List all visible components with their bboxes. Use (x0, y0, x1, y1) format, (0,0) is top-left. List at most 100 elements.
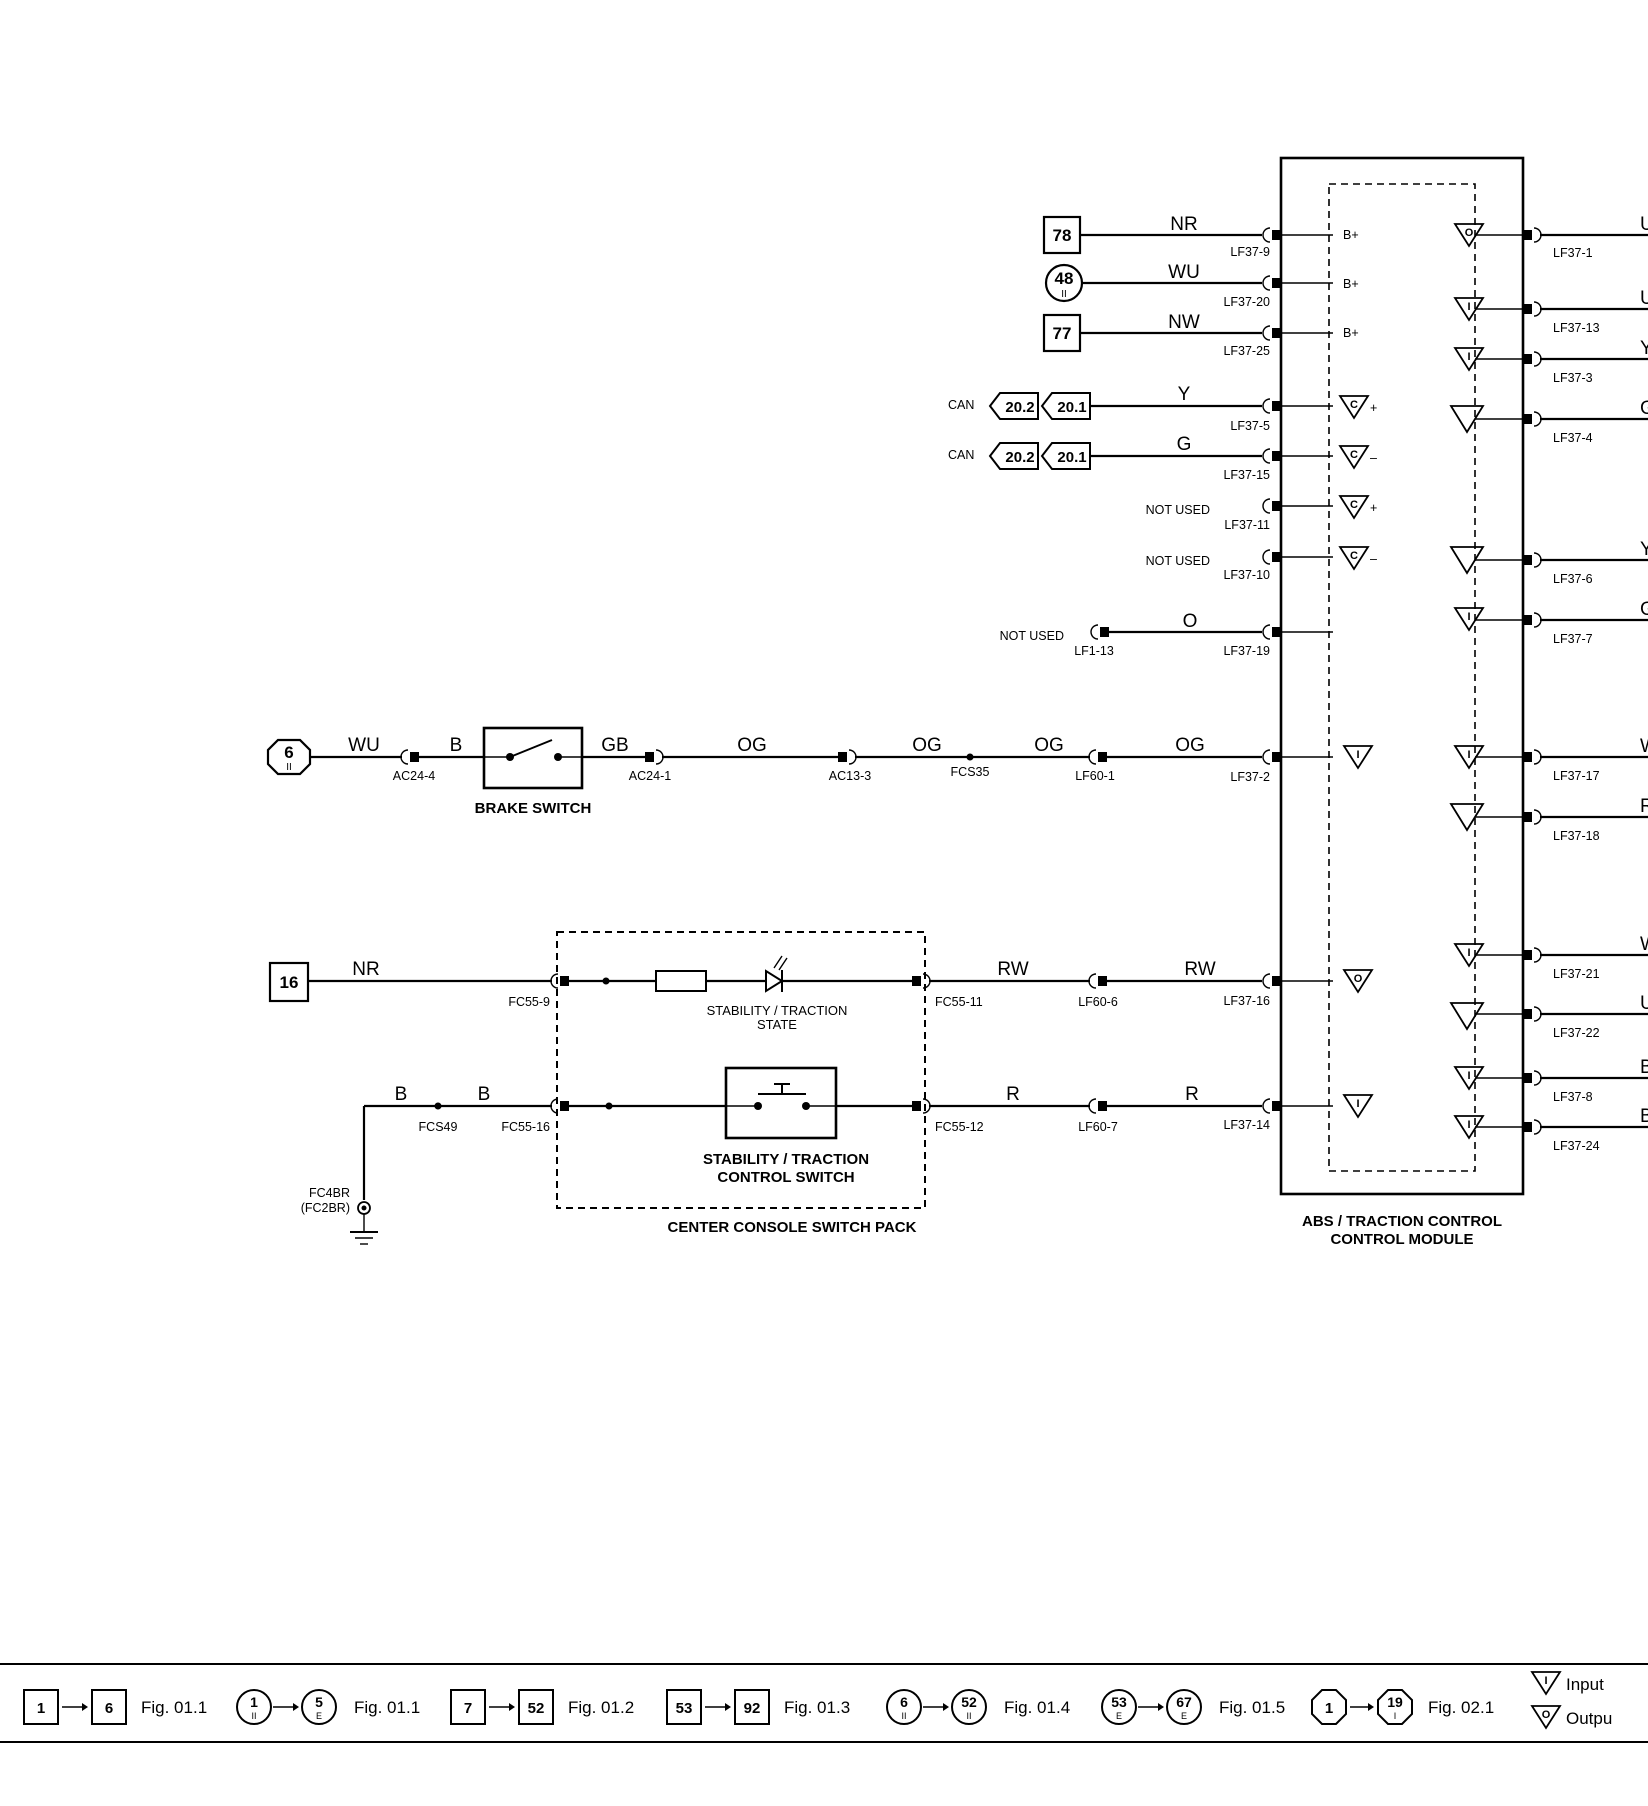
pin-lf37-13: LF37-13 (1553, 321, 1600, 335)
not-used-3: NOT USED (1000, 629, 1064, 643)
sig-sign-2: – (1370, 451, 1377, 465)
sig-b-plus-3: B+ (1343, 326, 1359, 340)
legend-3-from: 7 (464, 1700, 472, 1717)
wire-label-g: G (1177, 434, 1192, 455)
pin-row-lf37-10: NOT USED LF37-10 C – (1146, 546, 1377, 582)
pin-fc55-11: FC55-11 (935, 995, 983, 1009)
key-input: Input (1566, 1675, 1604, 1694)
pin-row-lf37-5: CAN 20.2 20.1 Y LF37-5 C + (948, 384, 1377, 433)
legend-2-from: 1 (250, 1694, 258, 1710)
ref-48-sub: II (1061, 289, 1067, 300)
legend-item-3: 7 52 Fig. 01.2 (450, 1689, 634, 1725)
pin-fc55-16: FC55-16 (501, 1120, 550, 1134)
sig-c-2: C (1350, 449, 1358, 461)
partial-wire-7: W (1640, 736, 1648, 757)
wire-og-3: OG (1034, 735, 1064, 756)
can-label-1: CAN (948, 398, 974, 412)
pin-ac13-3: AC13-3 (829, 769, 871, 783)
ref-48: 48 (1055, 269, 1074, 288)
brake-switch-box (482, 726, 584, 790)
legend-5-fig: Fig. 01.4 (1004, 1698, 1070, 1717)
ref-20-2-b: 20.2 (1005, 449, 1034, 466)
legend-item-2: 1 II 5 E Fig. 01.1 (236, 1689, 420, 1725)
pin-ac24-4: AC24-4 (393, 769, 435, 783)
pin-lf37-8: LF37-8 (1553, 1090, 1593, 1104)
pin-row-lf37-2: LF37-2 I (1230, 745, 1374, 784)
ground-label-line2: (FC2BR) (301, 1201, 350, 1215)
legend-2-from-sub: II (251, 1711, 256, 1721)
right-pin-lf37-1: O LF37-1 U (1453, 214, 1648, 260)
legend-7-to-sub: I (1394, 1711, 1397, 1721)
wire-og-2: OG (912, 735, 942, 756)
partial-wire-1: U (1640, 214, 1648, 235)
pin-row-lf37-15: CAN 20.2 20.1 G LF37-15 C – (948, 434, 1377, 482)
pin-lf37-17: LF37-17 (1553, 769, 1600, 783)
legend-1-to: 6 (105, 1700, 113, 1717)
legend-6-fig: Fig. 01.5 (1219, 1698, 1285, 1717)
wire-og-4: OG (1175, 735, 1205, 756)
right-sig-12: I (1467, 1119, 1470, 1131)
legend-item-4: 53 92 Fig. 01.3 (666, 1689, 850, 1725)
partial-wire-8: R (1640, 796, 1648, 817)
pin-lf37-14: LF37-14 (1223, 1118, 1270, 1132)
right-pin-lf37-18: LF37-18 R (1449, 796, 1648, 843)
right-pin-lf37-13: I LF37-13 U (1453, 288, 1648, 335)
sig-sign-3: + (1370, 501, 1377, 515)
legend-5-from: 6 (900, 1694, 908, 1710)
pin-lf37-20: LF37-20 (1223, 295, 1270, 309)
pin-lf60-1: LF60-1 (1075, 769, 1115, 783)
wire-label-y: Y (1178, 384, 1191, 405)
pin-row-lf37-11: NOT USED LF37-11 C + (1146, 495, 1377, 532)
wire-gb: GB (601, 735, 628, 756)
state-label-line2: STATE (757, 1017, 797, 1032)
wire-r-1: R (1006, 1084, 1020, 1105)
module-name-line2: CONTROL MODULE (1330, 1231, 1473, 1248)
right-pin-lf37-4: LF37-4 G (1449, 398, 1648, 445)
legend-2-to: 5 (315, 1694, 323, 1710)
pin-lf37-1: LF37-1 (1553, 246, 1593, 260)
led-icon (765, 969, 784, 993)
pin-row-lf37-16: LF37-16 O (1223, 969, 1374, 1008)
wire-label-nw: NW (1168, 312, 1200, 333)
legend-bar: 1 6 Fig. 01.1 1 II 5 E Fig. 01.1 7 52 Fi… (0, 1663, 1648, 1743)
pin-lf37-9: LF37-9 (1230, 245, 1270, 259)
right-sig-6: I (1467, 611, 1470, 623)
right-sig-7: I (1467, 749, 1470, 761)
wire-og-1: OG (737, 735, 767, 756)
legend-6-to: 67 (1176, 1694, 1192, 1710)
pin-row-lf37-20: 48 II WU LF37-20 B+ (1044, 262, 1359, 309)
right-pin-lf37-24: I LF37-24 B (1453, 1106, 1648, 1153)
ref-20-1-b: 20.1 (1057, 449, 1086, 466)
svg-text:O: O (1542, 1709, 1551, 1721)
pin-lf37-16: LF37-16 (1223, 994, 1270, 1008)
svg-text:I: I (1544, 1675, 1547, 1687)
ground-label-line1: FC4BR (309, 1186, 350, 1200)
legend-7-from: 1 (1325, 1700, 1333, 1717)
legend-5-from-sub: II (901, 1711, 906, 1721)
ref-6-sub: II (286, 762, 292, 773)
wire-label-o: O (1183, 611, 1198, 632)
wire-b-brake: B (450, 735, 463, 756)
legend-2-fig: Fig. 01.1 (354, 1698, 420, 1717)
legend-3-fig: Fig. 01.2 (568, 1698, 634, 1717)
wire-rw-2: RW (1184, 959, 1215, 980)
state-label-line1: STABILITY / TRACTION (707, 1003, 848, 1018)
pin-lf37-18: LF37-18 (1553, 829, 1600, 843)
console-pack-label: CENTER CONSOLE SWITCH PACK (668, 1219, 917, 1236)
partial-wire-3: Y (1640, 338, 1648, 359)
sig-b-plus-1: B+ (1343, 228, 1359, 242)
legend-5-to: 52 (961, 1694, 977, 1710)
partial-wire-5: Y (1640, 539, 1648, 560)
wire-label-nr: NR (1170, 214, 1197, 235)
pin-lf37-5: LF37-5 (1230, 419, 1270, 433)
pin-lf37-4: LF37-4 (1553, 431, 1593, 445)
partial-wire-6: G (1640, 599, 1648, 620)
legend-item-1: 1 6 Fig. 01.1 (23, 1689, 207, 1725)
module-left-pins: 78 NR LF37-9 B+ 48 II WU LF37-20 B+ 77 (948, 214, 1377, 1132)
console-circuit: CENTER CONSOLE SWITCH PACK 16 NR FC55-9 … (268, 931, 1262, 1245)
output-triangle-icon (1530, 1705, 1562, 1730)
traction-switch-box (724, 1066, 838, 1140)
ref-78: 78 (1053, 226, 1072, 245)
pin-lf37-25: LF37-25 (1223, 344, 1270, 358)
